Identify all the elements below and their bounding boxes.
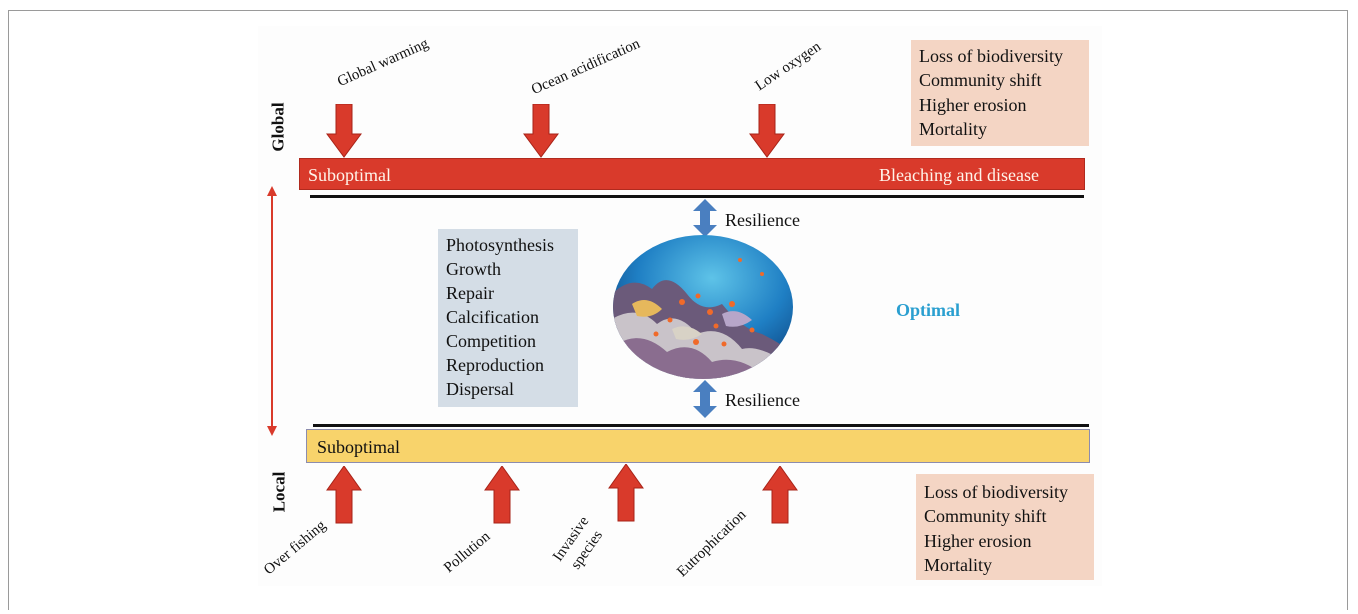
- local-label: Local: [269, 471, 289, 513]
- resilience-top-label: Resilience: [725, 210, 800, 230]
- impact-item: Higher erosion: [924, 531, 1032, 551]
- local-suboptimal-bar: [306, 429, 1090, 463]
- scale-double-arrow: [267, 186, 277, 436]
- process-item: Calcification: [446, 307, 539, 327]
- top-boundary-line: [310, 195, 1084, 198]
- impact-item: Community shift: [919, 70, 1042, 90]
- top-bar-suboptimal-label: Suboptimal: [308, 165, 392, 185]
- bottom-bar-suboptimal-label: Suboptimal: [317, 437, 401, 457]
- impact-item: Mortality: [919, 119, 987, 139]
- coral-reef-image: [613, 235, 793, 379]
- local-impacts-box: Loss of biodiversity Community shift Hig…: [916, 474, 1094, 580]
- global-suboptimal-bar: [299, 158, 1085, 190]
- coral-processes-box: Photosynthesis Growth Repair Calcificati…: [438, 229, 578, 407]
- process-item: Reproduction: [446, 355, 544, 375]
- down-arrow-ocean-acidification: [523, 104, 559, 158]
- optimal-label: Optimal: [896, 300, 961, 320]
- down-arrow-global-warming: [326, 104, 362, 158]
- resilience-bottom-label: Resilience: [725, 390, 800, 410]
- impact-item: Loss of biodiversity: [919, 46, 1063, 66]
- top-bar-bleaching-label: Bleaching and disease: [879, 165, 1039, 185]
- up-arrow-over-fishing: [326, 466, 362, 524]
- impact-item: Loss of biodiversity: [924, 482, 1068, 502]
- impact-item: Mortality: [924, 555, 992, 575]
- process-item: Growth: [446, 259, 501, 279]
- down-arrow-low-oxygen: [749, 104, 785, 158]
- resilience-arrow-top: [693, 199, 717, 237]
- process-item: Repair: [446, 283, 494, 303]
- global-label: Global: [268, 102, 288, 152]
- resilience-arrow-bottom: [693, 380, 717, 418]
- up-arrow-invasive-species: [608, 464, 644, 522]
- impact-item: Community shift: [924, 506, 1047, 526]
- process-item: Competition: [446, 331, 536, 351]
- process-item: Dispersal: [446, 379, 514, 399]
- figure-frame: [8, 10, 1348, 610]
- up-arrow-eutrophication: [762, 466, 798, 524]
- impact-item: Higher erosion: [919, 95, 1027, 115]
- global-impacts-box: Loss of biodiversity Community shift Hig…: [911, 40, 1089, 146]
- bottom-boundary-line: [313, 424, 1089, 427]
- up-arrow-pollution: [484, 466, 520, 524]
- process-item: Photosynthesis: [446, 235, 555, 255]
